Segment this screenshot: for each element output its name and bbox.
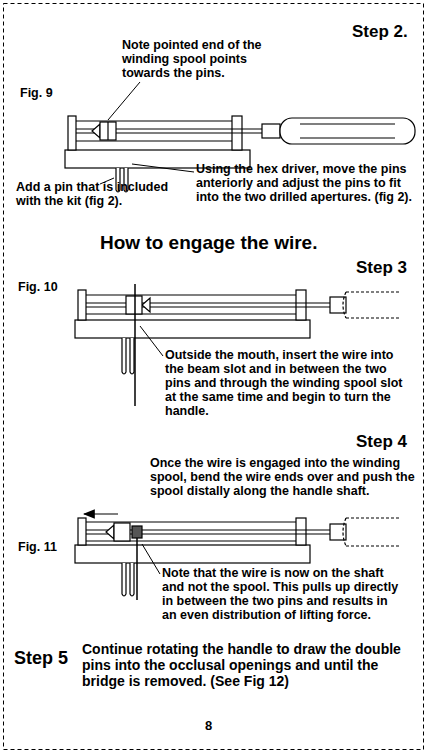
figure-number: Fig. 11: [18, 540, 78, 554]
note: Note that the wire is now on the shaft a…: [162, 566, 402, 622]
note: Continue rotating the handle to draw the…: [82, 641, 417, 689]
section-heading: How to engage the wire.: [100, 232, 400, 253]
step-heading: Step 5: [14, 648, 80, 668]
note: Once the wire is engaged into the windin…: [150, 456, 415, 498]
step-heading: Step 2.: [352, 22, 422, 41]
leader-lines: [100, 82, 194, 184]
step-heading: Step 4: [356, 432, 422, 451]
note: Outside the mouth, insert the wire into …: [165, 348, 403, 418]
figure-number: Fig. 10: [18, 280, 78, 294]
page-number: 8: [205, 718, 225, 733]
note: Using the hex driver, move the pins ante…: [196, 162, 421, 204]
figure-number: Fig. 9: [20, 86, 80, 100]
page-border: [4, 4, 424, 750]
leader-line: [140, 326, 163, 356]
note: Note pointed end of the winding spool po…: [122, 38, 297, 80]
leader-line: [142, 544, 160, 574]
note: Add a pin that is included with the kit …: [16, 180, 186, 208]
step-heading: Step 3: [356, 258, 422, 277]
